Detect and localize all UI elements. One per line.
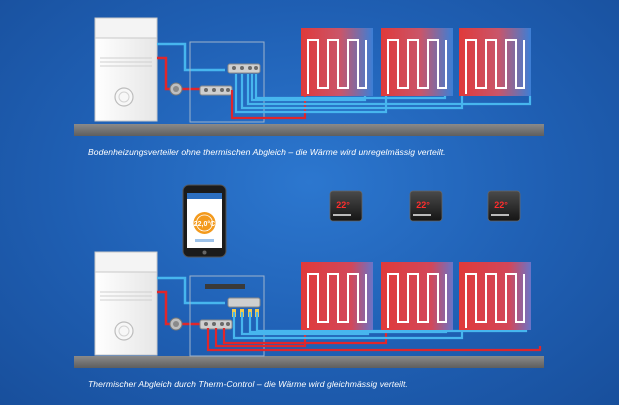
floor-slab xyxy=(74,124,544,136)
boiler-icon xyxy=(94,17,158,122)
thermostat-temperature: 22° xyxy=(416,200,430,210)
thermostat-icon xyxy=(409,190,443,222)
room-2 xyxy=(381,262,453,330)
caption-bottom: Thermischer Abgleich durch Therm-Control… xyxy=(88,379,408,389)
room-1 xyxy=(301,28,373,96)
floor-heating-loop-icon xyxy=(307,39,367,94)
return-pipe xyxy=(157,276,225,305)
boiler-icon xyxy=(94,251,158,356)
smartphone-icon xyxy=(182,184,227,258)
supply-pipe xyxy=(157,290,205,326)
room-3 xyxy=(459,28,531,96)
supply-pipe xyxy=(157,56,205,91)
distribution-pipes xyxy=(206,312,542,352)
floor-heating-loop-icon xyxy=(465,39,525,94)
floor-heating-loop-icon xyxy=(307,273,367,328)
room-1 xyxy=(301,262,373,330)
system-without-balancing xyxy=(74,17,544,136)
thermostat-temperature: 22° xyxy=(494,200,508,210)
caption-top: Bodenheizungsverteiler ohne thermischen … xyxy=(88,147,446,157)
return-pipe xyxy=(157,42,225,72)
room-3 xyxy=(459,262,531,330)
pump-icon xyxy=(169,317,183,331)
distribution-pipes xyxy=(230,74,532,120)
phone-temperature: 22,0°C xyxy=(194,220,215,228)
thermostat-icon xyxy=(487,190,521,222)
floor-slab xyxy=(74,356,544,368)
floor-heating-loop-icon xyxy=(387,273,447,328)
floor-heating-loop-icon xyxy=(387,39,447,94)
thermostat-temperature: 22° xyxy=(336,200,350,210)
thermostat-icon xyxy=(329,190,363,222)
system-with-therm-control xyxy=(74,184,544,368)
room-2 xyxy=(381,28,453,96)
floor-heating-loop-icon xyxy=(465,273,525,328)
manifold-icon xyxy=(189,41,265,123)
pump-icon xyxy=(169,82,183,96)
